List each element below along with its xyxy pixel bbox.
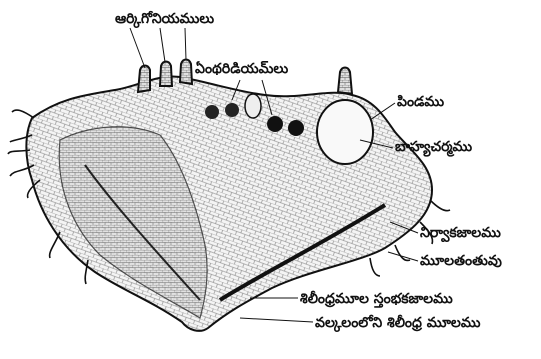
archegonium-3 xyxy=(180,60,192,85)
antheridium-5 xyxy=(288,120,304,136)
archegonium-1 xyxy=(138,66,150,93)
archegonium-4 xyxy=(338,68,352,95)
antheridium-2 xyxy=(225,103,239,117)
label-antheridia: ఏంథరిడియమ్‌లు xyxy=(195,62,288,76)
label-rhizoids: మూలతంతువు xyxy=(420,254,502,268)
label-xylem-root-tissue: శిలీంధ్రమూల స్తంభకజాలము xyxy=(300,292,453,306)
antheridium-4 xyxy=(267,116,283,132)
embryo xyxy=(317,100,373,164)
label-epidermis: బాహ్యచర్మము xyxy=(395,140,472,154)
label-archegonia: ఆర్కిగోనియములు xyxy=(115,12,214,26)
label-cortex-root: వల్కలంలోని శిలీంధ్ర మూలము xyxy=(315,316,481,330)
label-embryo: పిండము xyxy=(397,95,444,109)
label-vascular-tissue: నిర్వాకజాలము xyxy=(420,226,501,240)
antheridium-1 xyxy=(205,105,219,119)
archegonium-2 xyxy=(160,62,172,87)
antheridium-3 xyxy=(245,94,261,118)
